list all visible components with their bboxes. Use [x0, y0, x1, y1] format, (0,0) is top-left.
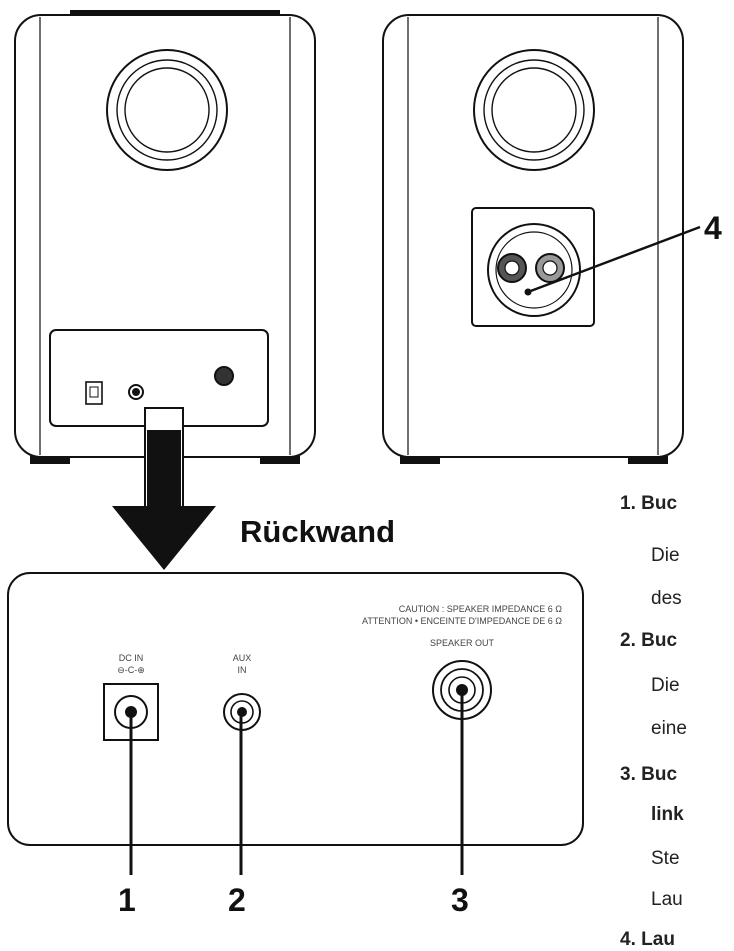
dc-in-text: DC IN [119, 653, 144, 663]
aux-in-text: IN [238, 665, 247, 675]
callout-4-pointer [524, 225, 701, 296]
desc-3-line-1: Ste [651, 848, 680, 869]
panel-text: CAUTION : SPEAKER IMPEDANCE 6 Ω ATTENTIO… [117, 604, 562, 675]
callout-pointers [129, 690, 464, 875]
desc-2-line-1: Die [651, 675, 680, 696]
desc-2-heading: 2. Buc [620, 630, 678, 651]
left-speaker-back [14, 10, 316, 464]
attention-text: ATTENTION • ENCEINTE D'IMPEDANCE DE 6 Ω [362, 616, 562, 626]
desc-4-heading: 4. Lau [620, 929, 675, 950]
dc-symbol-text: ⊖-C-⊕ [117, 665, 145, 675]
right-speaker-back [382, 14, 684, 464]
speaker-out-text: SPEAKER OUT [430, 638, 495, 648]
callout-2: 2 [228, 882, 246, 918]
callout-3: 3 [451, 882, 469, 918]
caution-text: CAUTION : SPEAKER IMPEDANCE 6 Ω [399, 604, 563, 614]
heading: Rückwand [240, 514, 396, 549]
callout-4: 4 [704, 210, 722, 246]
desc-1-line-1: Die [651, 545, 680, 566]
desc-3-line-2: Lau [651, 889, 683, 910]
callout-1: 1 [118, 882, 136, 918]
desc-1-heading: 1. Buc [620, 493, 678, 514]
desc-3-heading-cont: link [651, 804, 684, 825]
desc-2-line-2: eine [651, 718, 687, 739]
desc-1-line-2: des [651, 588, 682, 609]
aux-text: AUX [233, 653, 252, 663]
desc-3-heading: 3. Buc [620, 764, 678, 785]
down-arrow [112, 407, 216, 570]
